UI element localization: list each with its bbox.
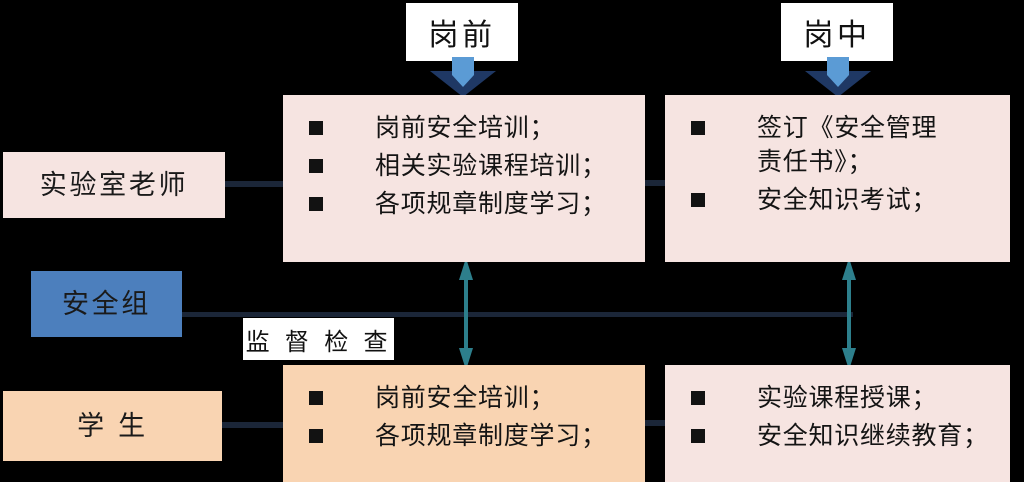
vertical-double-arrow-middle: [459, 258, 473, 370]
stage-label-in-post: 岗中: [781, 3, 893, 61]
list-item: 岗前安全培训；: [283, 381, 645, 415]
down-arrow-in-post-icon: [805, 57, 871, 97]
down-arrow-pre-post-icon: [430, 57, 496, 97]
role-label-safety-group: 安全组: [61, 288, 152, 320]
list-item-text: 签订《安全管理 责任书》；: [757, 113, 938, 176]
list-item: 实验课程授课；: [665, 381, 1010, 415]
role-box-student: 学 生: [3, 391, 222, 461]
square-bullet-icon: [309, 121, 323, 135]
note-label-supervision: 监 督 检 查: [243, 318, 394, 360]
square-bullet-icon: [691, 192, 705, 207]
list-item: 安全知识考试；: [665, 183, 1010, 217]
list-item-text: 相关实验课程培训；: [375, 150, 607, 180]
connector-teacher-to-prepost: [220, 181, 288, 187]
note-label-supervision-text: 监 督 检 查: [245, 327, 392, 356]
square-bullet-icon: [691, 121, 705, 135]
stage-label-in-post-text: 岗中: [803, 18, 871, 53]
connector-prepost-to-inpost: [640, 180, 670, 186]
list-item-text: 岗前安全培训；: [375, 383, 556, 412]
connector-student-to-prepost: [218, 422, 288, 428]
vertical-double-arrow-right: [842, 258, 856, 370]
list-item: 各项规章制度学习；: [283, 419, 645, 453]
square-bullet-icon: [691, 391, 705, 405]
stage-label-pre-post-text: 岗前: [428, 18, 496, 53]
list-item-text: 实验课程授课；: [757, 383, 938, 412]
role-box-lab-teacher: 实验室老师: [3, 152, 225, 218]
content-box-teacher-pre-post: 岗前安全培训； 相关实验课程培训； 各项规章制度学习；: [283, 95, 645, 262]
role-label-lab-teacher: 实验室老师: [39, 169, 189, 201]
square-bullet-icon: [309, 391, 323, 405]
list-item: 各项规章制度学习；: [283, 187, 645, 221]
list-item: 安全知识继续教育；: [665, 419, 1010, 453]
content-box-teacher-in-post: 签订《安全管理 责任书》； 安全知识考试；: [665, 95, 1010, 262]
connector-safety-group-horizontal: [178, 312, 853, 317]
square-bullet-icon: [309, 158, 323, 173]
list-item-text: 各项规章制度学习；: [375, 188, 607, 218]
list-item-text: 各项规章制度学习；: [375, 420, 607, 450]
list-item-text: 岗前安全培训；: [375, 113, 556, 142]
list-item: 签订《安全管理 责任书》；: [665, 111, 1010, 179]
square-bullet-icon: [691, 428, 705, 443]
list-item: 岗前安全培训；: [283, 111, 645, 145]
role-label-student: 学 生: [77, 410, 148, 442]
list-item: 相关实验课程培训；: [283, 149, 645, 183]
content-box-student-pre-post: 岗前安全培训； 各项规章制度学习；: [283, 365, 645, 482]
square-bullet-icon: [309, 196, 323, 211]
connector-student-prepost-to-inpost: [640, 420, 670, 426]
stage-label-pre-post: 岗前: [406, 3, 518, 61]
content-box-student-in-post: 实验课程授课； 安全知识继续教育；: [665, 365, 1010, 482]
list-item-text: 安全知识继续教育；: [757, 420, 989, 450]
square-bullet-icon: [309, 428, 323, 443]
role-box-safety-group: 安全组: [31, 271, 182, 337]
list-item-text: 安全知识考试；: [757, 184, 938, 214]
